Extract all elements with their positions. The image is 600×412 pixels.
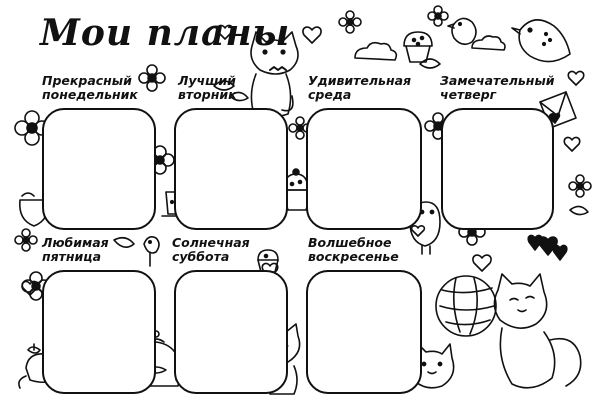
bird-icon	[143, 236, 160, 267]
flower-icon	[427, 5, 449, 27]
leaf-icon	[569, 205, 589, 216]
flower-icon	[338, 10, 362, 34]
cat-icon	[493, 273, 582, 389]
cupcake-icon	[257, 249, 279, 273]
plan-box-tuesday[interactable]	[174, 108, 288, 230]
flower-icon	[138, 64, 166, 92]
flower-icon	[568, 174, 592, 198]
plan-box-saturday[interactable]	[174, 270, 288, 394]
cloud-icon	[471, 35, 506, 51]
cloud-icon	[354, 41, 398, 61]
plan-box-wednesday[interactable]	[306, 108, 422, 230]
bird-icon	[447, 17, 477, 46]
leaf-icon	[419, 58, 441, 69]
yarn-ball-icon	[435, 275, 497, 337]
leaf-icon	[113, 236, 135, 248]
page-title: Мои планы	[40, 12, 291, 54]
cupcake-icon	[403, 31, 433, 63]
plan-box-sunday[interactable]	[306, 270, 422, 394]
plan-box-thursday[interactable]	[441, 108, 554, 230]
bird-icon	[511, 19, 571, 63]
flower-icon	[14, 228, 38, 252]
heart-cluster-icon	[527, 234, 568, 261]
plan-box-monday[interactable]	[42, 108, 156, 230]
plan-box-friday[interactable]	[42, 270, 156, 394]
